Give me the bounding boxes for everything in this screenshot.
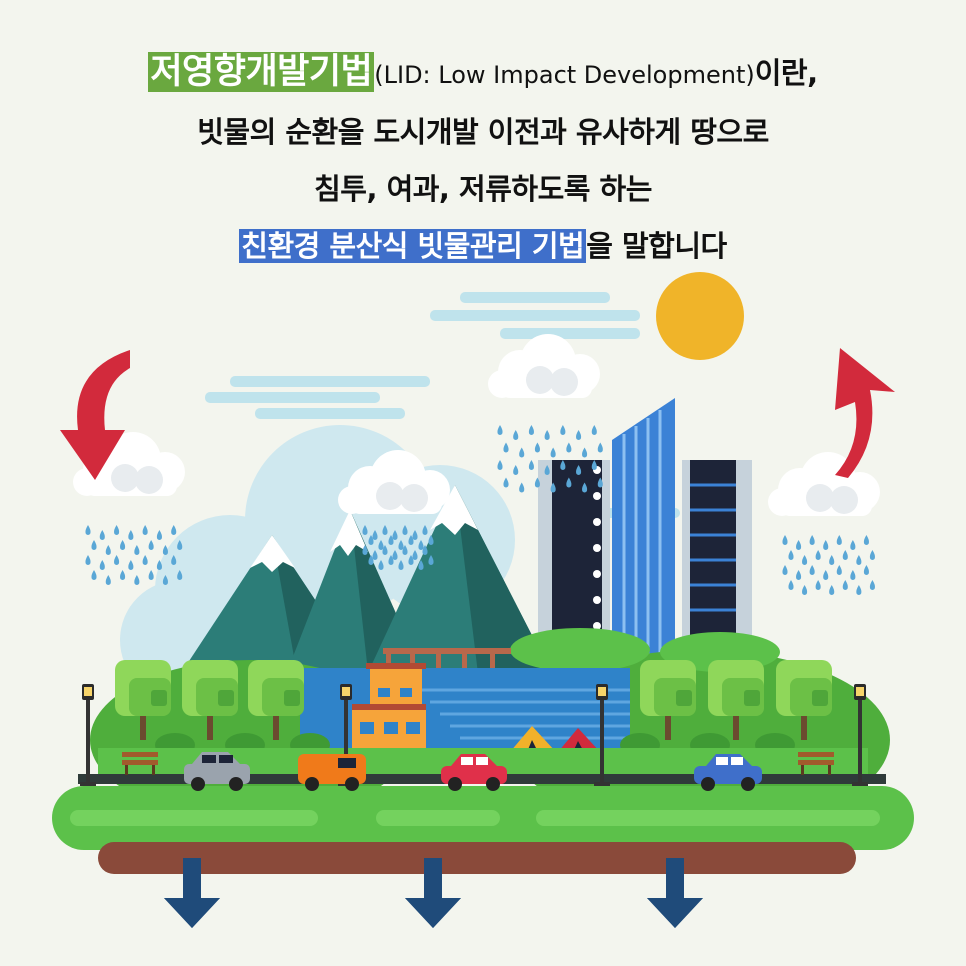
raindrop (802, 555, 808, 565)
raindrop (142, 555, 148, 565)
raindrop (815, 550, 821, 560)
raindrop (856, 555, 862, 565)
term-english: (LID: Low Impact Development) (374, 61, 755, 89)
raindrop (856, 585, 862, 595)
headline-line-4: 친환경 분산식 빗물관리 기법을 말합니다 (0, 218, 966, 275)
raindrop (591, 425, 597, 435)
raindrop (842, 550, 848, 560)
raindrop (105, 545, 111, 555)
raindrop (544, 430, 550, 440)
raindrop (796, 570, 802, 580)
raindrop (134, 545, 140, 555)
raindrop (513, 465, 519, 475)
raindrop (869, 550, 875, 560)
raindrop (171, 525, 177, 535)
raindrop (576, 430, 582, 440)
raindrop (105, 575, 111, 585)
raindrop (99, 560, 105, 570)
raindrop (782, 565, 788, 575)
headline-line-3: 침투, 여과, 저류하도록 하는 (314, 172, 652, 206)
raindrop (782, 535, 788, 545)
raindrop (842, 580, 848, 590)
raindrop (788, 580, 794, 590)
raindrop (148, 570, 154, 580)
raindrop (809, 535, 815, 545)
raindrop (519, 447, 525, 458)
raindrop (802, 585, 808, 595)
curved-arrow-icon (60, 348, 895, 480)
raindrop (503, 442, 509, 453)
raindrop (815, 580, 821, 590)
raindrop (148, 540, 154, 550)
raindrop (497, 425, 503, 435)
raindrop (863, 535, 869, 545)
raindrop (869, 580, 875, 590)
raindrop (829, 555, 835, 565)
raindrop (114, 555, 120, 565)
raindrop (829, 585, 835, 595)
raindrop (836, 565, 842, 575)
term-suffix: 이란, (754, 56, 818, 90)
raindrop (836, 535, 842, 545)
raindrop (91, 540, 97, 550)
raindrop (91, 570, 97, 580)
method-suffix: 을 말합니다 (586, 229, 727, 263)
raindrop (134, 575, 140, 585)
raindrop (788, 550, 794, 560)
raindrop (156, 530, 162, 540)
raindrop (823, 540, 829, 550)
raindrop (863, 565, 869, 575)
raindrop (162, 545, 168, 555)
cloud-icon (768, 452, 880, 516)
raindrop (796, 540, 802, 550)
raindrop (850, 540, 856, 550)
raindrop (560, 425, 566, 435)
raindrop (85, 555, 91, 565)
raindrop (513, 430, 519, 440)
sun-icon (656, 272, 744, 360)
raindrop (823, 570, 829, 580)
bridge (383, 648, 511, 668)
raindrop (120, 540, 126, 550)
raindrop (528, 425, 534, 435)
house-icon (352, 663, 426, 750)
term-highlight: 저영향개발기법 (148, 52, 375, 92)
raindrop (114, 525, 120, 535)
raindrop (85, 525, 91, 535)
raindrop (597, 442, 603, 453)
raindrop (582, 447, 588, 458)
building-icon (538, 398, 752, 660)
raindrop (519, 482, 525, 493)
method-highlight: 친환경 분산식 빗물관리 기법 (239, 229, 587, 263)
cloud-icon (488, 334, 600, 398)
headline: 저영향개발기법(LID: Low Impact Development)이란, … (0, 44, 966, 275)
raindrop (850, 570, 856, 580)
raindrop (503, 477, 509, 488)
raindrop (120, 570, 126, 580)
raindrop (128, 530, 134, 540)
raindrop (528, 460, 534, 470)
raindrop (142, 525, 148, 535)
raindrop (128, 560, 134, 570)
raindrop (809, 565, 815, 575)
raindrop (550, 447, 556, 458)
raindrop (566, 442, 572, 453)
raindrop (534, 442, 540, 453)
car-icon (184, 752, 762, 791)
raindrop (497, 460, 503, 470)
headline-line-2: 빗물의 순환을 도시개발 이전과 유사하게 땅으로 (197, 115, 769, 149)
headline-line-1: 저영향개발기법(LID: Low Impact Development)이란, (0, 44, 966, 104)
raindrop (99, 530, 105, 540)
